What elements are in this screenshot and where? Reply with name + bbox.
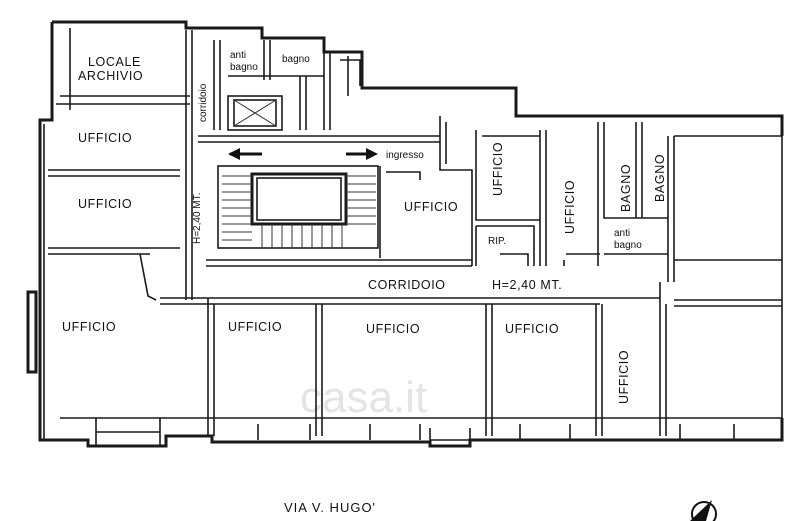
room-label: UFFICIO bbox=[505, 322, 559, 336]
dimension-label: H=2,40 MT. bbox=[192, 193, 203, 244]
room-label: BAGNO bbox=[653, 154, 667, 202]
wall bbox=[539, 130, 547, 266]
dimension-label: H=2,40 MT. bbox=[492, 278, 562, 292]
room-label: LOCALE bbox=[88, 55, 141, 69]
room-label: CORRIDOIO bbox=[368, 278, 446, 292]
wall bbox=[597, 122, 668, 266]
wall bbox=[475, 130, 540, 221]
elevator-icon bbox=[227, 95, 283, 131]
room-label: bagno bbox=[282, 54, 310, 65]
wall bbox=[485, 304, 493, 436]
street-label: VIA V. HUGO' bbox=[284, 500, 376, 515]
window-row bbox=[95, 418, 735, 446]
room-label: bagno bbox=[614, 240, 642, 251]
wall bbox=[48, 247, 180, 255]
wall bbox=[475, 225, 535, 266]
wall bbox=[315, 304, 323, 436]
wall bbox=[185, 30, 193, 300]
room-label: UFFICIO bbox=[404, 200, 458, 214]
room-label: RIP. bbox=[488, 236, 506, 247]
wall bbox=[160, 297, 660, 305]
room-label: ARCHIVIO bbox=[78, 69, 143, 83]
window bbox=[26, 290, 38, 374]
wall bbox=[439, 116, 473, 266]
stairwell bbox=[217, 165, 379, 249]
watermark: casa.it bbox=[300, 373, 427, 422]
room-label: UFFICIO bbox=[491, 142, 505, 196]
wall bbox=[206, 259, 472, 267]
room-label: anti bbox=[230, 50, 246, 61]
room-label: ingresso bbox=[386, 150, 424, 161]
wall bbox=[667, 135, 782, 282]
room-label: BAGNO bbox=[619, 164, 633, 212]
room-label: UFFICIO bbox=[563, 180, 577, 234]
wall bbox=[379, 166, 421, 258]
wall bbox=[60, 28, 190, 110]
wall bbox=[198, 135, 440, 143]
wall bbox=[563, 253, 668, 266]
room-label: UFFICIO bbox=[78, 131, 132, 145]
stair-arrow-right-icon bbox=[346, 148, 378, 160]
compass-icon bbox=[690, 500, 717, 521]
room-label: UFFICIO bbox=[617, 350, 631, 404]
room-label: UFFICIO bbox=[62, 320, 116, 334]
wall bbox=[207, 298, 215, 436]
room-label: UFFICIO bbox=[366, 322, 420, 336]
wall bbox=[323, 52, 331, 130]
room-label: UFFICIO bbox=[228, 320, 282, 334]
room-label: bagno bbox=[230, 62, 258, 73]
wall bbox=[674, 259, 782, 307]
room-label: corridoio bbox=[198, 83, 209, 122]
wall bbox=[228, 40, 324, 130]
wall bbox=[595, 304, 603, 436]
outer-wall-top bbox=[52, 20, 784, 136]
wall bbox=[48, 169, 180, 177]
wall bbox=[659, 282, 667, 436]
wall bbox=[213, 40, 221, 130]
room-label: UFFICIO bbox=[78, 197, 132, 211]
room-label: anti bbox=[614, 228, 630, 239]
stair-arrow-left-icon bbox=[228, 148, 262, 160]
door-swing bbox=[139, 253, 157, 301]
wall bbox=[635, 122, 643, 218]
wall bbox=[340, 56, 361, 96]
